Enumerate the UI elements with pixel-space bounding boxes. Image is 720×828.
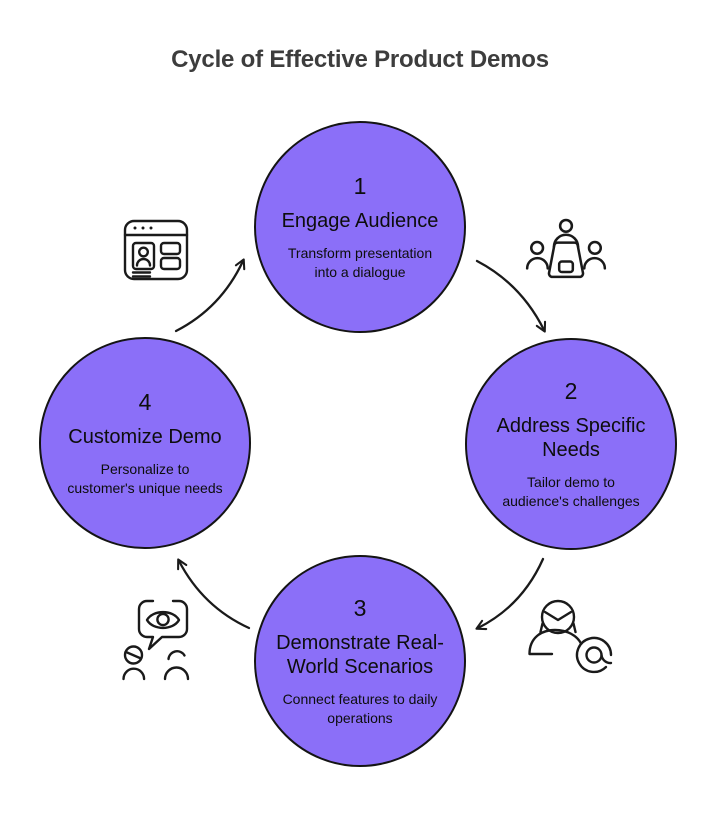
step-number: 2	[564, 377, 578, 404]
step-description: Connect features to daily operations	[282, 691, 438, 726]
step-circle-1: 1 Engage Audience Transform presentation…	[254, 121, 466, 333]
step-title: Address Specific Needs	[496, 414, 646, 462]
step-circle-4: 4 Customize Demo Personalize to customer…	[39, 337, 251, 549]
step-title: Engage Audience	[281, 209, 439, 232]
browser-profile-card-icon	[123, 219, 189, 281]
customer-email-icon	[528, 599, 613, 674]
step-description: Tailor demo to audience's challenges	[502, 474, 640, 509]
meeting-table-icon	[525, 218, 607, 279]
step-circle-3: 3 Demonstrate Real-World Scenarios Conne…	[254, 555, 466, 767]
step-description: Transform presentation into a dialogue	[287, 245, 433, 280]
step-title: Customize Demo	[68, 425, 222, 448]
step-circle-2: 2 Address Specific Needs Tailor demo to …	[465, 338, 677, 550]
page-title: Cycle of Effective Product Demos	[171, 46, 549, 73]
step-title: Demonstrate Real-World Scenarios	[276, 631, 444, 679]
step-number: 3	[353, 594, 367, 621]
observation-feedback-icon	[122, 599, 190, 681]
step-description: Personalize to customer's unique needs	[67, 461, 223, 496]
step-number: 1	[353, 172, 367, 199]
step-number: 4	[138, 388, 152, 415]
